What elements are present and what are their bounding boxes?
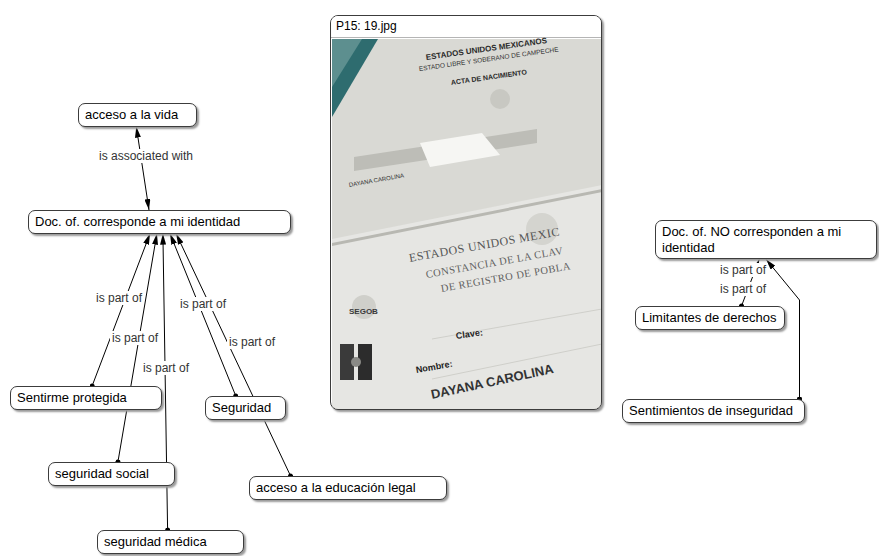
certificate-border xyxy=(332,39,378,117)
code-box: Doc. of. corresponde a mi identidad xyxy=(28,210,291,234)
node-text: Doc. of. NO corresponden a mi identidad xyxy=(662,224,870,255)
code-box: Doc. of. NO corresponden a mi identidad xyxy=(655,220,877,259)
node-text: Sentimientos de inseguridad xyxy=(629,403,798,419)
code-box: Seguridad xyxy=(205,396,286,420)
torn-patch xyxy=(420,133,500,167)
relation-line xyxy=(176,234,291,476)
node-text: seguridad médica xyxy=(104,534,237,550)
certificate-border xyxy=(332,39,362,87)
blurred-strip xyxy=(354,129,537,171)
relation-label: is part of xyxy=(178,297,228,311)
relation-line xyxy=(118,234,157,462)
relation-label: is part of xyxy=(94,291,144,305)
code-box: Sentirme protegida xyxy=(10,386,162,410)
photo-text: SEGOB xyxy=(349,308,378,316)
relation-label: is part of xyxy=(141,361,191,375)
node-text: Sentirme protegida xyxy=(17,390,155,406)
paper-edge xyxy=(332,189,602,246)
relation-label: is part of xyxy=(110,331,160,345)
photo-ground xyxy=(332,39,602,409)
code-box: seguridad médica xyxy=(97,530,244,554)
node-text: Seguridad xyxy=(212,400,279,416)
code-box: Sentimientos de inseguridad xyxy=(622,399,805,423)
seal xyxy=(490,89,510,109)
code-box: seguridad social xyxy=(48,462,175,486)
relation-line xyxy=(136,127,149,210)
relation-label: is part of xyxy=(227,335,277,349)
curp-document xyxy=(332,185,602,409)
flag-emblem xyxy=(351,357,361,367)
code-box: acceso a la educación legal xyxy=(249,476,447,500)
document-photo xyxy=(332,39,602,409)
code-box: Limitantes de derechos xyxy=(635,306,785,330)
code-box: acceso a la vida xyxy=(78,103,197,127)
node-text: Limitantes de derechos xyxy=(642,310,778,326)
relation-label: is part of xyxy=(718,282,768,296)
relation-label: is associated with xyxy=(97,149,195,163)
node-text: seguridad social xyxy=(55,466,168,482)
node-text: acceso a la vida xyxy=(85,107,190,123)
node-title: P15: 19.jpg xyxy=(331,16,601,38)
relation-label: is part of xyxy=(718,263,768,277)
node-text: Doc. of. corresponde a mi identidad xyxy=(35,214,284,230)
document-node: P15: 19.jpg ESTADOS UNIDOS MEXICANOSESTA… xyxy=(330,15,602,410)
node-text: acceso a la educación legal xyxy=(256,480,440,496)
